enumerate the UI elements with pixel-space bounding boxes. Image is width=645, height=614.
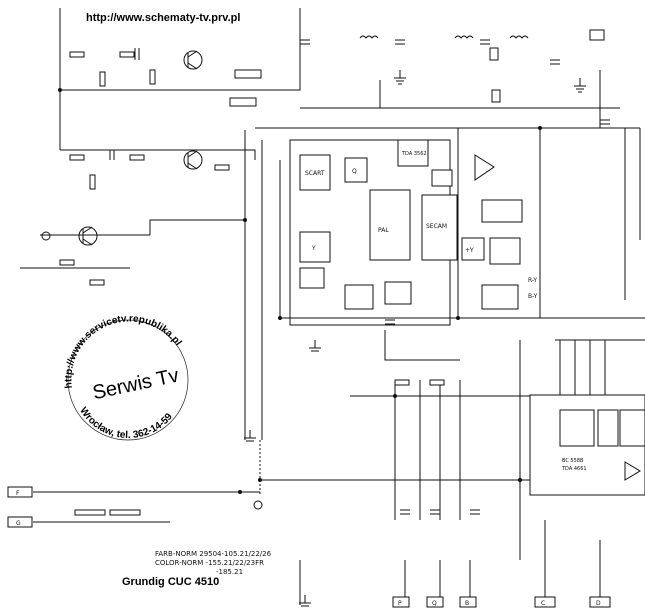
block-r-y-label: R-Y (528, 277, 537, 284)
stamp-ring-bottom: Wrocław, tel. 362-14-59 (77, 405, 175, 441)
service-stamp: http://www.servicetv.republika.pl Wrocła… (63, 313, 189, 441)
block-q-label: Q (352, 168, 357, 175)
block-scart-label: SCART (305, 170, 325, 177)
transistor-stage-top (78, 50, 203, 246)
connector-b-label: B (465, 600, 469, 607)
connector-d-label: D (596, 600, 601, 607)
block-secam (421, 194, 458, 261)
parts-line-1: FARB-NORM 29504-105.21/22/26 (155, 550, 272, 558)
block-pal-label: PAL (378, 227, 389, 234)
parts-line-3: -185.21 (216, 568, 243, 576)
block-q (344, 157, 368, 183)
parts-line-2: COLOR-NORM -155.21/22/23FR (155, 559, 264, 567)
chip-tda3562-label: TDA 3562 (401, 151, 427, 157)
footer: FARB-NORM 29504-105.21/22/26 COLOR-NORM … (122, 550, 272, 588)
passive-components (59, 29, 610, 516)
model-label: Grundig CUC 4510 (122, 576, 219, 588)
block-plus-y-label: +Y (465, 247, 474, 254)
connector-f (7, 486, 33, 498)
block-y (299, 231, 331, 263)
connector-q-label: Q (432, 600, 437, 607)
junctions (41, 88, 542, 510)
connector-g (7, 516, 33, 528)
block-secam-label: SECAM (426, 223, 447, 230)
block-b-y-label: B-Y (528, 293, 538, 300)
ground-symbols (244, 70, 586, 607)
connector-g-label: G (16, 520, 21, 527)
block-pal (369, 189, 411, 261)
bottom-connectors: P Q B C D (392, 596, 611, 608)
stamp-center-text: Serwis Tv (91, 365, 181, 405)
rgb-module: BC 558B TDA 4661 (529, 339, 645, 496)
ic-block-area: SCART Q PAL SECAM Y +Y R-Y B-Y TDA 3562 (289, 139, 538, 326)
block-y-label: Y (311, 245, 316, 252)
connector-c-label: C (541, 600, 545, 607)
left-connectors: F G (7, 486, 33, 528)
connector-p-label: P (398, 600, 402, 607)
wiring (20, 8, 645, 605)
header-url: http://www.schematy-tv.prv.pl (86, 12, 240, 24)
block-scart (299, 154, 331, 191)
chip-tda4661-label: TDA 4661 (561, 466, 587, 472)
chip-bc558b-label: BC 558B (562, 458, 584, 464)
connector-f-label: F (16, 490, 20, 497)
